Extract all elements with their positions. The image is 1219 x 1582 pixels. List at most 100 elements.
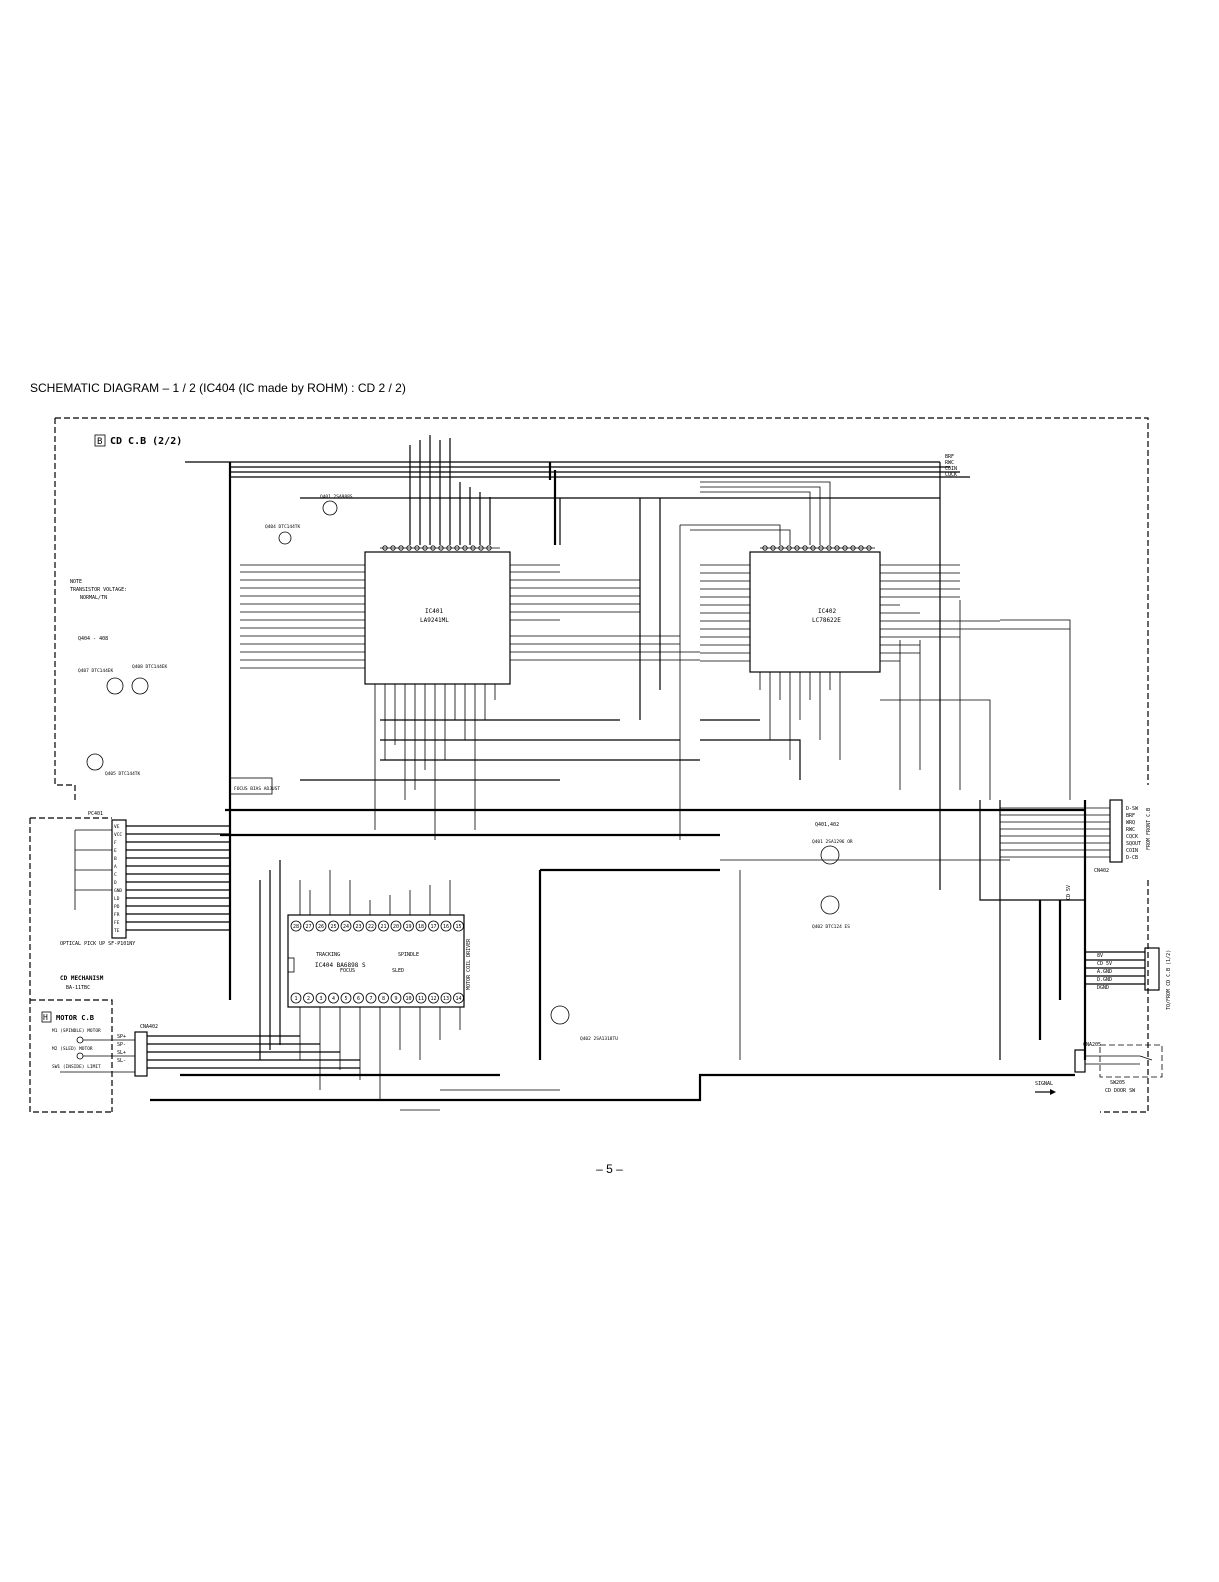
ic404-pin-label: 19 <box>405 924 411 930</box>
svg-text:COIN: COIN <box>1126 848 1138 854</box>
svg-text:PC401: PC401 <box>88 811 103 817</box>
pickup-pin-label: B <box>114 856 117 862</box>
svg-text:CNA402: CNA402 <box>140 1024 158 1030</box>
ic404-pin <box>390 920 402 932</box>
svg-text:LA9241ML: LA9241ML <box>420 617 449 624</box>
door-switch: CNA205 SW205 CD DOOR SW SIGNAL <box>1035 1042 1163 1095</box>
ic404-pin <box>365 992 377 1004</box>
ic404-pin <box>290 920 302 932</box>
svg-text:TRANSISTOR VOLTAGE:: TRANSISTOR VOLTAGE: <box>70 587 127 593</box>
ic404-pin-label: 6 <box>357 996 360 1002</box>
bottom-connector: 8V CD 5V A.GND D.GND DGND TO/FROM CD C.B… <box>1038 800 1172 1060</box>
top-bus: BRF RWC COIN CQCK <box>185 435 970 890</box>
svg-text:TRACKING: TRACKING <box>316 952 340 958</box>
ic404-pin-label: 26 <box>318 924 324 930</box>
ic404-pin-label: 23 <box>355 924 361 930</box>
ic404-pin <box>415 992 427 1004</box>
ic404-pin-label: 28 <box>293 924 299 930</box>
ic404-pin <box>303 920 314 932</box>
ic404-pin-label: 10 <box>405 996 411 1002</box>
ic404-pin <box>353 992 364 1004</box>
svg-text:BA-11TBC: BA-11TBC <box>66 985 90 991</box>
svg-text:CD 5V: CD 5V <box>1097 961 1112 967</box>
pickup-pin-label: C <box>114 872 117 878</box>
board-frame <box>29 417 1149 1113</box>
ic404-pin-label: 8 <box>382 996 385 1002</box>
svg-text:CD C.B (2/2): CD C.B (2/2) <box>110 436 182 447</box>
svg-text:IC404 BA6898 S: IC404 BA6898 S <box>315 962 366 969</box>
svg-text:SIGNAL: SIGNAL <box>1035 1081 1053 1087</box>
svg-text:IC401: IC401 <box>425 608 443 615</box>
ic404-pin-label: 24 <box>343 924 349 930</box>
svg-text:CQCK: CQCK <box>1126 834 1138 840</box>
pickup-pin-label: E <box>114 848 117 854</box>
pickup-pin-label: GND <box>114 888 122 894</box>
ic404-pin <box>440 920 452 932</box>
svg-text:H: H <box>43 1013 48 1022</box>
svg-text:D-SW: D-SW <box>1126 806 1139 812</box>
ic404-pin <box>303 992 314 1004</box>
pickup-pin-label: VE <box>114 824 120 830</box>
ic404-pin <box>378 992 389 1004</box>
svg-text:SL+: SL+ <box>117 1050 126 1056</box>
svg-text:FOCUS BIAS ADJUST: FOCUS BIAS ADJUST <box>234 786 280 792</box>
notes-block: NOTE TRANSISTOR VOLTAGE: NORMAL/TN Q404 … <box>70 579 127 642</box>
ic404-pin <box>328 920 339 932</box>
svg-text:D.GND: D.GND <box>1097 977 1112 983</box>
svg-text:SW205: SW205 <box>1110 1080 1125 1086</box>
ic404-pin <box>328 992 339 1004</box>
ic404-pin <box>415 920 427 932</box>
ic404-pin <box>340 920 352 932</box>
svg-text:CD 5V: CD 5V <box>1066 885 1072 900</box>
ic402: IC402 LC78622E <box>700 551 1070 760</box>
ic404-pin-label: 9 <box>394 996 397 1002</box>
ic404-pin-label: 14 <box>455 996 461 1002</box>
pickup-pin-label: TE <box>114 928 120 934</box>
svg-text:IC402: IC402 <box>818 608 836 615</box>
ic404-pin <box>428 992 439 1004</box>
svg-text:OPTICAL PICK UP SF-P101NY: OPTICAL PICK UP SF-P101NY <box>60 941 135 947</box>
svg-text:M1 (SPINDLE) MOTOR: M1 (SPINDLE) MOTOR <box>52 1028 101 1034</box>
svg-text:COIN: COIN <box>945 466 957 472</box>
svg-text:CD MECHANISM: CD MECHANISM <box>60 975 104 982</box>
ic404-pin <box>453 920 464 932</box>
ic404-pin-label: 11 <box>418 996 424 1002</box>
svg-text:A.GND: A.GND <box>1097 969 1112 975</box>
pickup-pin-label: FR <box>114 912 120 918</box>
svg-text:8V: 8V <box>1097 953 1103 959</box>
board-label: B CD C.B (2/2) <box>94 434 182 447</box>
ic404-pin-label: 3 <box>319 996 322 1002</box>
svg-text:DGND: DGND <box>1097 985 1109 991</box>
ic404-pin <box>353 920 364 932</box>
svg-text:MOTOR C.B: MOTOR C.B <box>56 1014 94 1022</box>
ic402-top-pins <box>760 545 875 551</box>
ic404-pin <box>403 920 414 932</box>
svg-text:LC78622E: LC78622E <box>812 617 841 624</box>
ic401-top-pins <box>380 545 500 551</box>
diagram-title: SCHEMATIC DIAGRAM – 1 / 2 (IC404 (IC mad… <box>30 381 406 395</box>
ic404-pin-label: 1 <box>294 996 297 1002</box>
svg-text:TO/FROM CD C.B (1/2): TO/FROM CD C.B (1/2) <box>1166 950 1172 1010</box>
svg-text:RWC: RWC <box>945 460 954 466</box>
pickup-pin-label: PD <box>114 904 120 910</box>
page-number: – 5 – <box>596 1162 623 1176</box>
svg-text:NORMAL/TN: NORMAL/TN <box>80 595 107 601</box>
ic404-pin-label: 16 <box>443 924 449 930</box>
ic404-pin-label: 22 <box>368 924 374 930</box>
ic404-pin-label: 21 <box>380 924 386 930</box>
svg-text:Q404 - 408: Q404 - 408 <box>78 636 108 642</box>
front-connector: D-SW BRF WRQ RWC CQCK SQOUT COIN D-CB FR… <box>1000 799 1152 874</box>
ic404-pin-label: 2 <box>307 996 310 1002</box>
status-label: CD 5V <box>1066 885 1072 900</box>
svg-text:Q402 2SA1318TU: Q402 2SA1318TU <box>580 1036 618 1042</box>
svg-text:BRF: BRF <box>945 454 954 460</box>
pickup-pin-label: A <box>114 864 117 870</box>
pickup-pin-label: VCC <box>114 832 122 838</box>
svg-text:SQOUT: SQOUT <box>1126 841 1141 847</box>
ic404-pin-label: 15 <box>455 924 461 930</box>
svg-text:SPINDLE: SPINDLE <box>398 952 419 958</box>
ic404-pin <box>403 992 414 1004</box>
svg-text:Q405 DTC144TK: Q405 DTC144TK <box>105 771 141 777</box>
